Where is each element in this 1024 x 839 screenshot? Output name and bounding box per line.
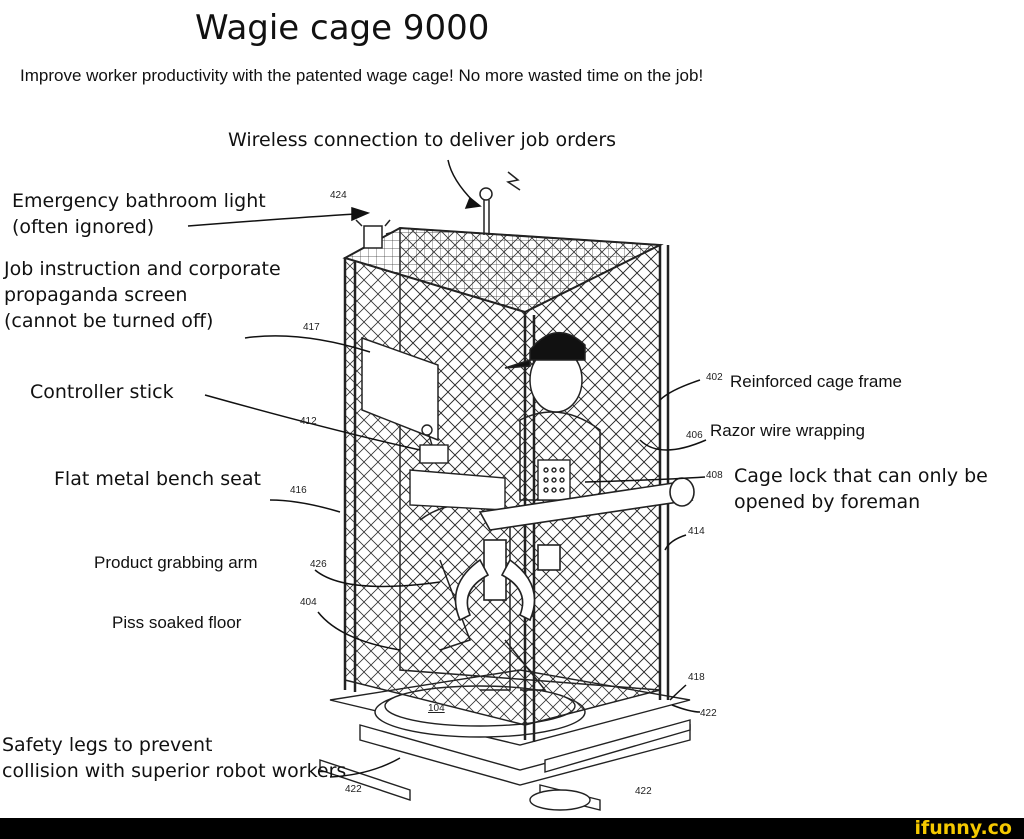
ref-418: 418 [688,672,705,683]
label-lock-line1: Cage lock that can only be [734,465,988,487]
ref-422-bottom-left: 422 [345,784,362,795]
label-lock-line2: opened by foreman [734,491,921,513]
page-subtitle: Improve worker productivity with the pat… [20,66,704,85]
label-screen-line1: Job instruction and corporate [4,258,281,280]
label-safety-line2: collision with superior robot workers [2,760,347,782]
ref-414: 414 [688,526,705,537]
brand-watermark: ifunny.co [914,817,1012,839]
label-safety-line1: Safety legs to prevent [2,734,213,756]
controller-stick [419,424,449,464]
label-wireless: Wireless connection to deliver job order… [228,129,617,151]
ref-408: 408 [706,470,723,481]
label-grabbing-arm: Product grabbing arm [94,553,258,572]
grabbing-arm [454,477,695,622]
footer-bar: ifunny.co [0,818,1024,839]
ref-422-bottom-right: 422 [635,786,652,797]
ref-402: 402 [706,372,723,383]
label-emergency-line1: Emergency bathroom light [12,190,266,212]
page-title: Wagie cage 9000 [195,8,490,48]
leader-lines [187,159,707,778]
label-floor: Piss soaked floor [112,613,242,632]
label-controller: Controller stick [30,381,174,403]
ref-424: 424 [330,190,347,201]
ref-406: 406 [686,430,703,441]
antenna [479,171,521,235]
label-frame: Reinforced cage frame [730,372,902,391]
screen [361,336,439,442]
ref-404: 404 [300,597,317,608]
bathroom-light [355,219,395,249]
label-bench: Flat metal bench seat [54,468,261,490]
ref-416: 416 [290,485,307,496]
label-razor: Razor wire wrapping [710,421,865,440]
label-screen-line2: propaganda screen [4,284,188,306]
ref-417: 417 [303,322,320,333]
ref-422-right: 422 [700,708,717,719]
ref-426: 426 [310,559,327,570]
ref-412: 412 [300,416,317,427]
lock-keypad [537,459,571,501]
label-screen-line3: (cannot be turned off) [4,310,214,332]
ref-104: 104 [428,703,445,714]
label-emergency-line2: (often ignored) [12,216,155,238]
